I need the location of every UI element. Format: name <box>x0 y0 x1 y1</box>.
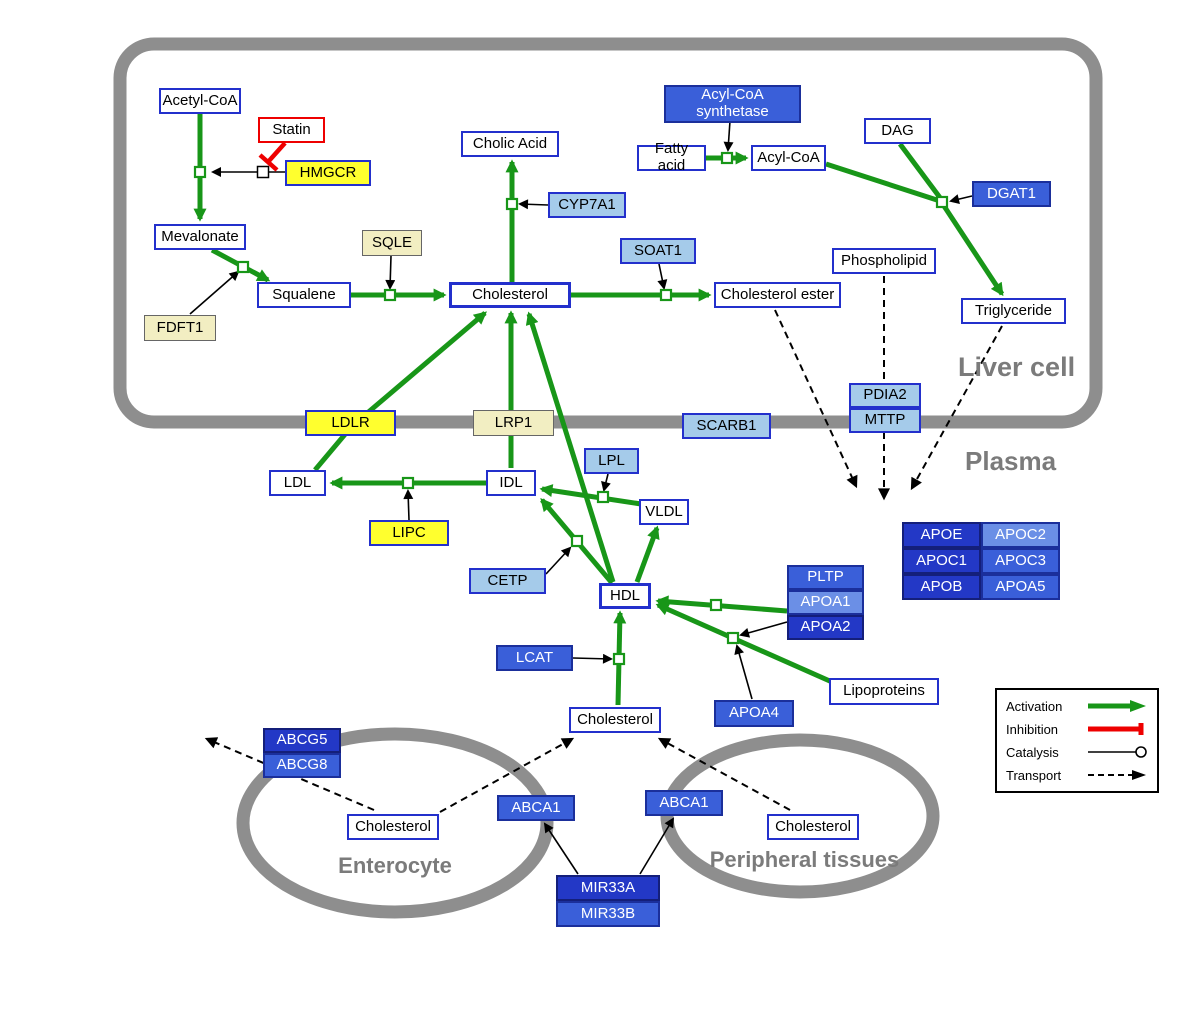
liver-cell-label: Liver cell <box>958 352 1076 382</box>
node-apob[interactable]: APOB <box>902 574 981 600</box>
legend-row-transport: Transport <box>1006 766 1148 784</box>
node-lipoproteins[interactable]: Lipoproteins <box>829 678 939 705</box>
node-lpl[interactable]: LPL <box>584 448 639 474</box>
node-apoc1[interactable]: APOC1 <box>902 548 981 574</box>
node-cyp7a1[interactable]: CYP7A1 <box>548 192 626 218</box>
node-mir33b[interactable]: MIR33B <box>556 901 660 927</box>
plasma-label: Plasma <box>965 446 1057 476</box>
node-vldl[interactable]: VLDL <box>639 499 689 525</box>
node-dgat1[interactable]: DGAT1 <box>972 181 1051 207</box>
node-cholesterol-plasma[interactable]: Cholesterol <box>569 707 661 733</box>
node-abcg5[interactable]: ABCG5 <box>263 728 341 753</box>
node-apoe[interactable]: APOE <box>902 522 981 548</box>
node-cholesterol-ester[interactable]: Cholesterol ester <box>714 282 841 308</box>
node-cetp[interactable]: CETP <box>469 568 546 594</box>
node-apoa1[interactable]: APOA1 <box>787 590 864 615</box>
node-acetyl-coa[interactable]: Acetyl-CoA <box>159 88 241 114</box>
node-pdia2[interactable]: PDIA2 <box>849 383 921 408</box>
liver-membrane <box>113 37 1103 429</box>
node-apoc3[interactable]: APOC3 <box>981 548 1060 574</box>
node-cholic-acid[interactable]: Cholic Acid <box>461 131 559 157</box>
legend-row-activation: Activation <box>1006 697 1148 715</box>
inhibition-edge <box>258 141 287 172</box>
node-ldl[interactable]: LDL <box>269 470 326 496</box>
node-pltp[interactable]: PLTP <box>787 565 864 590</box>
node-cholesterol-liver[interactable]: Cholesterol <box>449 282 571 308</box>
legend-transport-label: Transport <box>1006 767 1062 783</box>
reaction-junctions <box>193 151 949 666</box>
node-lrp1[interactable]: LRP1 <box>473 410 554 436</box>
activation-arrow-icon <box>1088 700 1146 712</box>
node-cholesterol-enterocyte[interactable]: Cholesterol <box>347 814 439 840</box>
legend-inhibition-label: Inhibition <box>1006 721 1059 737</box>
node-apoa4[interactable]: APOA4 <box>714 700 794 727</box>
node-sqle[interactable]: SQLE <box>362 230 422 256</box>
node-abca1-peripheral[interactable]: ABCA1 <box>645 790 723 816</box>
node-idl[interactable]: IDL <box>486 470 536 496</box>
node-apoa2[interactable]: APOA2 <box>787 615 864 640</box>
catalysis-edges <box>189 120 973 875</box>
legend: Activation Inhibition Catalysis Transpor… <box>995 688 1159 793</box>
node-mevalonate[interactable]: Mevalonate <box>154 224 246 250</box>
node-abca1-enterocyte[interactable]: ABCA1 <box>497 795 575 821</box>
node-squalene[interactable]: Squalene <box>257 282 351 308</box>
legend-activation-label: Activation <box>1006 698 1063 714</box>
node-apoc2[interactable]: APOC2 <box>981 522 1060 548</box>
node-cholesterol-peripheral[interactable]: Cholesterol <box>767 814 859 840</box>
node-mir33a[interactable]: MIR33A <box>556 875 660 901</box>
node-phospholipid[interactable]: Phospholipid <box>832 248 936 274</box>
catalysis-circle-icon <box>1088 746 1147 758</box>
peripheral-tissues-label: Peripheral tissues <box>709 847 900 872</box>
peripheral-tissues-membrane <box>660 733 940 899</box>
activation-edges <box>193 114 1005 706</box>
node-abcg8[interactable]: ABCG8 <box>263 753 341 778</box>
node-ldlr[interactable]: LDLR <box>305 410 396 436</box>
node-triglyceride[interactable]: Triglyceride <box>961 298 1066 324</box>
inhibition-bar-icon <box>1088 723 1144 735</box>
enterocyte-label: Enterocyte <box>338 853 452 878</box>
legend-catalysis-label: Catalysis <box>1006 744 1059 760</box>
node-scarb1[interactable]: SCARB1 <box>682 413 771 439</box>
legend-row-catalysis: Catalysis <box>1006 743 1148 761</box>
node-mttp[interactable]: MTTP <box>849 408 921 433</box>
node-lcat[interactable]: LCAT <box>496 645 573 671</box>
node-apoa5[interactable]: APOA5 <box>981 574 1060 600</box>
node-lipc[interactable]: LIPC <box>369 520 449 546</box>
node-dag[interactable]: DAG <box>864 118 931 144</box>
node-acyl-coa-synthetase[interactable]: Acyl-CoA synthetase <box>664 85 801 123</box>
node-hdl[interactable]: HDL <box>599 583 651 609</box>
node-statin[interactable]: Statin <box>258 117 325 143</box>
inhibition-target-node <box>256 165 270 179</box>
legend-row-inhibition: Inhibition <box>1006 720 1148 738</box>
node-fdft1[interactable]: FDFT1 <box>144 315 216 341</box>
node-fatty-acid[interactable]: Fatty acid <box>637 140 706 174</box>
transport-arrow-icon <box>1088 770 1146 780</box>
node-soat1[interactable]: SOAT1 <box>620 238 696 264</box>
node-acyl-coa[interactable]: Acyl-CoA <box>751 145 826 171</box>
node-hmgcr[interactable]: HMGCR <box>285 160 371 186</box>
